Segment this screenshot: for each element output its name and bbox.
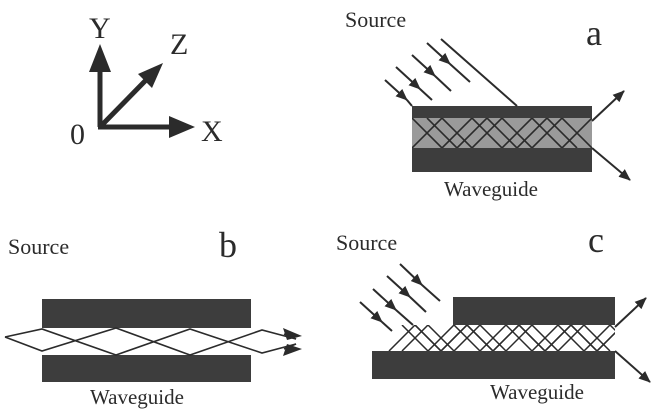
panel-b: Source b Waveguide — [4, 225, 302, 409]
panel-a-bottom-cladding — [412, 148, 592, 172]
panel-a-source-label: Source — [345, 7, 406, 32]
panel-c: Source c Waveguide — [336, 220, 651, 404]
y-axis-arrow — [89, 44, 111, 127]
panel-c-source-rays — [359, 263, 441, 332]
panel-b-top-cladding — [42, 299, 251, 328]
panel-b-letter: b — [219, 225, 237, 265]
x-axis-label: X — [201, 115, 223, 148]
z-axis-arrow — [98, 63, 163, 129]
panel-a-source-rays — [384, 38, 518, 107]
coordinate-axes: Y Z X 0 — [70, 12, 223, 151]
panel-b-guided-rays — [4, 327, 297, 356]
panel-b-bottom-cladding — [42, 355, 251, 382]
panel-a-output-rays — [591, 90, 631, 181]
panel-a-guided-rays — [412, 118, 592, 148]
y-axis-label: Y — [89, 12, 111, 45]
origin-label: 0 — [70, 118, 85, 151]
z-axis-label: Z — [170, 28, 188, 61]
panel-b-waveguide-label: Waveguide — [90, 385, 184, 409]
panel-a: Source a Waveguide — [345, 7, 631, 201]
x-axis-arrow — [98, 116, 195, 138]
panel-c-bottom-cladding — [372, 351, 615, 379]
panel-b-source-label: Source — [8, 234, 69, 259]
panel-c-top-cladding — [453, 297, 615, 325]
panel-c-letter: c — [588, 220, 604, 260]
panel-a-letter: a — [586, 13, 602, 53]
panel-b-output-arrowheads — [283, 328, 302, 356]
panel-a-waveguide-label: Waveguide — [444, 177, 538, 201]
panel-c-waveguide-label: Waveguide — [490, 380, 584, 404]
panel-c-source-label: Source — [336, 230, 397, 255]
panel-c-output-rays — [614, 297, 651, 383]
panel-c-guided-rays — [388, 325, 615, 351]
panel-a-top-cladding — [412, 106, 592, 118]
